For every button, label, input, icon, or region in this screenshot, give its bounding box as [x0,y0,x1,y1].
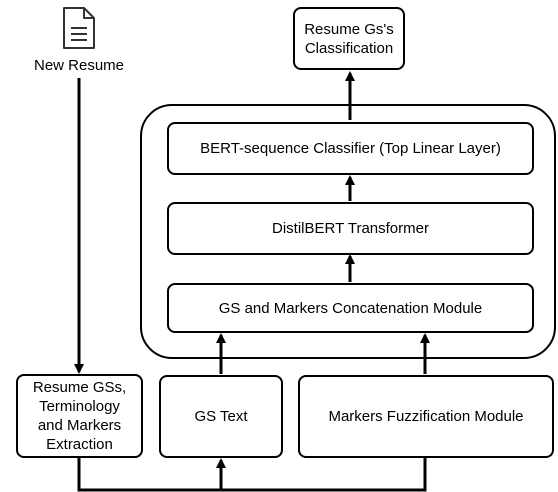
gs-text-box: GS Text [159,375,283,458]
output-classification-box: Resume Gs's Classification [293,7,405,70]
concatenation-module-box: GS and Markers Concatenation Module [167,283,534,333]
extraction-box: Resume GSs, Terminology and Markers Extr… [16,374,143,458]
document-icon [63,7,95,49]
new-resume-label: New Resume [33,57,125,74]
model-container [140,104,556,359]
transformer-box: DistilBERT Transformer [167,202,534,255]
bottom-bus-line [77,458,427,492]
fuzzification-module-box: Markers Fuzzification Module [298,375,554,458]
classifier-box: BERT-sequence Classifier (Top Linear Lay… [167,122,534,175]
